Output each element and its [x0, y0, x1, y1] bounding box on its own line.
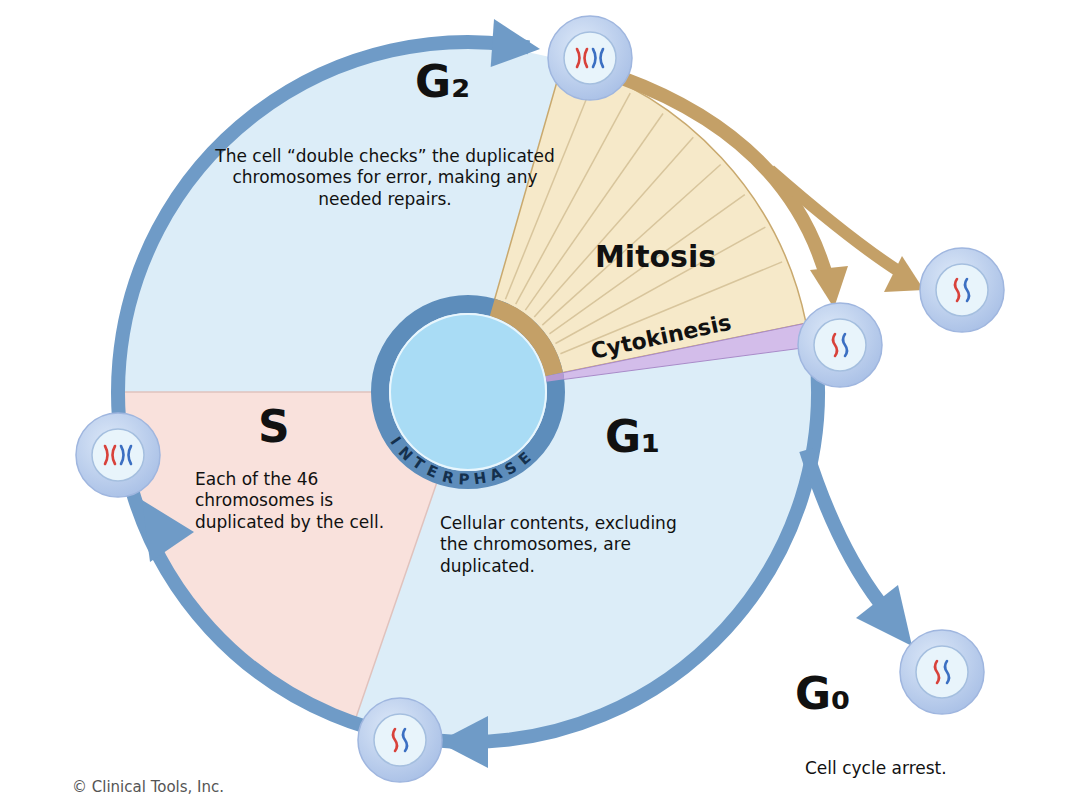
phase-heading: Mitosis: [595, 242, 716, 272]
cycle-disc: [123, 47, 813, 737]
mitosis-stroke: [534, 137, 693, 317]
copyright-note: © Clinical Tools, Inc.: [72, 778, 224, 797]
curved-letter: T: [409, 455, 426, 473]
g1-region: G₁ Cellular contents, excluding the chrom…: [440, 415, 707, 579]
ring-arrowhead: [142, 500, 194, 562]
curved-letter: E: [516, 450, 533, 468]
mitosis-arrowhead: [810, 266, 848, 308]
interphase-circle: INTERPHASE: [368, 292, 568, 492]
curved-letter: P: [458, 472, 470, 487]
phase-heading: G₀: [795, 672, 850, 716]
daughter-cell: [798, 303, 882, 387]
daughter-cell: [920, 248, 1004, 332]
cell-g0: [900, 630, 984, 714]
curved-letter: E: [424, 463, 439, 481]
mitosis-stroke: [505, 77, 595, 300]
curved-letter: I: [387, 435, 403, 448]
s-sector: [123, 392, 437, 718]
cytokinesis-ring-segment: [554, 374, 555, 380]
curved-phase-label: INTERPHASE: [368, 292, 568, 492]
interphase-core-rim: [390, 314, 546, 470]
ring-arrowhead: [491, 19, 540, 67]
g0-branch-arrow: [806, 450, 880, 603]
phase-description: Cell cycle arrest.: [805, 758, 947, 779]
mitosis-lines: [505, 77, 782, 354]
mitosis-stroke: [549, 195, 744, 334]
mitosis-label-area: Mitosis: [595, 242, 719, 274]
interphase-core: [390, 314, 546, 470]
curved-letter: R: [440, 469, 455, 486]
curved-letter: A: [488, 466, 504, 484]
cycle-ring: [118, 42, 818, 742]
cell-g2: [548, 16, 632, 100]
cell-s: [76, 413, 160, 497]
curved-letter: H: [473, 471, 488, 488]
mitosis-stroke: [525, 113, 663, 310]
mitosis-wedge: [494, 60, 806, 373]
phase-description: The cell “double checks” the duplicated …: [200, 146, 570, 210]
curved-letter: N: [396, 444, 415, 463]
ring-arrowhead: [438, 716, 488, 768]
phase-heading: G₂: [415, 60, 470, 104]
phase-heading: G₁: [605, 415, 660, 459]
s-region: S Each of the 46 chromosomes is duplicate…: [190, 405, 412, 535]
curved-letter: S: [503, 460, 520, 478]
mitosis-arrow: [770, 170, 900, 272]
phase-heading: S: [258, 405, 290, 449]
mitosis-arrowhead: [884, 256, 924, 292]
phase-description: Each of the 46 chromosomes is duplicated…: [195, 469, 410, 533]
g0-arrowhead: [856, 585, 912, 646]
cell-g1: [358, 698, 442, 782]
g2-region: G₂ The cell “double checks” the duplicate…: [200, 60, 572, 212]
interphase-ring: [380, 304, 556, 480]
phase-description: Cellular contents, excluding the chromos…: [440, 513, 705, 577]
